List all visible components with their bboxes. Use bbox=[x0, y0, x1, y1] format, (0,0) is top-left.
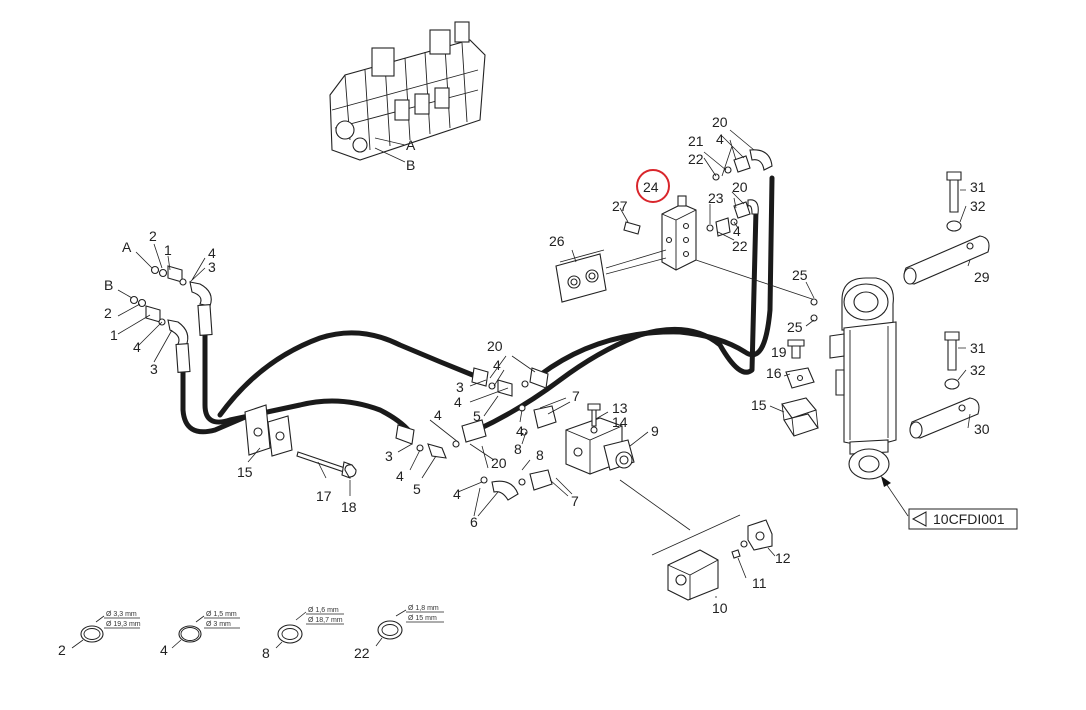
label-4-upper: 4 bbox=[716, 131, 724, 147]
seal-22-diameter: Ø 15 mm bbox=[408, 615, 437, 622]
label-12: 12 bbox=[775, 550, 791, 566]
label-4-centre-f: 4 bbox=[516, 423, 524, 439]
seal-8-diameter: Ø 18,7 mm bbox=[308, 617, 343, 624]
valve-part-24 bbox=[619, 195, 816, 301]
label-a-valve: A bbox=[406, 137, 416, 153]
label-32-top: 32 bbox=[970, 198, 986, 214]
label-14: 14 bbox=[612, 414, 628, 430]
label-5-centre-a: 5 bbox=[473, 408, 481, 424]
label-6: 6 bbox=[470, 514, 478, 530]
bracket-left bbox=[244, 404, 357, 496]
pin-30-group bbox=[909, 331, 980, 439]
centre-fittings bbox=[395, 367, 557, 501]
label-seal-2: 2 bbox=[58, 642, 66, 658]
seal-legend: Ø 3,3 mm Ø 19,3 mm Ø 1,5 mm Ø 3 mm Ø 1,6… bbox=[71, 605, 444, 649]
label-20-centre-b: 20 bbox=[491, 455, 507, 471]
seal-2-diameter: Ø 19,3 mm bbox=[106, 621, 141, 628]
label-4-centre-e: 4 bbox=[453, 486, 461, 502]
reference-arrow bbox=[881, 476, 1018, 530]
seal-8-section: Ø 1,6 mm bbox=[308, 607, 339, 614]
seal-2: Ø 3,3 mm Ø 19,3 mm bbox=[71, 611, 141, 649]
label-15-right: 15 bbox=[751, 397, 767, 413]
label-13: 13 bbox=[612, 400, 628, 416]
label-16: 16 bbox=[766, 365, 782, 381]
label-b-valve: B bbox=[406, 157, 415, 173]
label-3-top: 3 bbox=[208, 259, 216, 275]
label-7-top: 7 bbox=[572, 388, 580, 404]
hoses bbox=[180, 175, 775, 435]
label-a-left: A bbox=[122, 239, 132, 255]
label-31-top: 31 bbox=[970, 179, 986, 195]
left-fittings bbox=[129, 265, 213, 373]
label-4-centre-c: 4 bbox=[434, 407, 442, 423]
label-23: 23 bbox=[708, 190, 724, 206]
valve-body-9 bbox=[565, 403, 691, 531]
label-4-left: 4 bbox=[133, 339, 141, 355]
label-18: 18 bbox=[341, 499, 357, 515]
label-3-centre-b: 3 bbox=[385, 448, 393, 464]
seal-4-section: Ø 1,5 mm bbox=[206, 611, 237, 618]
seal-8: Ø 1,6 mm Ø 18,7 mm bbox=[275, 607, 344, 649]
label-32-bottom: 32 bbox=[970, 362, 986, 378]
label-2-top: 2 bbox=[149, 228, 157, 244]
label-seal-4: 4 bbox=[160, 642, 168, 658]
upper-right-fittings bbox=[703, 129, 773, 241]
label-2-left: 2 bbox=[104, 305, 112, 321]
label-seal-22: 22 bbox=[354, 645, 370, 661]
label-5-centre-b: 5 bbox=[413, 481, 421, 497]
label-17: 17 bbox=[316, 488, 332, 504]
right-brackets bbox=[769, 281, 819, 437]
label-20-upper: 20 bbox=[712, 114, 728, 130]
plate-26 bbox=[555, 249, 667, 303]
label-8-top: 8 bbox=[514, 441, 522, 457]
highlight-circle-24 bbox=[636, 169, 670, 203]
label-9: 9 bbox=[651, 423, 659, 439]
label-22-upper: 22 bbox=[688, 151, 704, 167]
label-29: 29 bbox=[974, 269, 990, 285]
label-1-top: 1 bbox=[164, 242, 172, 258]
label-4-centre-b: 4 bbox=[454, 394, 462, 410]
centre-leader-lines bbox=[397, 355, 649, 517]
label-31-bottom: 31 bbox=[970, 340, 986, 356]
label-20-centre: 20 bbox=[487, 338, 503, 354]
label-4-centre-a: 4 bbox=[493, 357, 501, 373]
label-24: 24 bbox=[643, 179, 659, 195]
label-10: 10 bbox=[712, 600, 728, 616]
label-30: 30 bbox=[974, 421, 990, 437]
label-b-left: B bbox=[104, 277, 113, 293]
label-25-top: 25 bbox=[792, 267, 808, 283]
label-26: 26 bbox=[549, 233, 565, 249]
label-15-left: 15 bbox=[237, 464, 253, 480]
left-leader-lines bbox=[117, 243, 206, 363]
seal-22: Ø 1,8 mm Ø 15 mm bbox=[375, 605, 444, 647]
label-4-centre-d: 4 bbox=[396, 468, 404, 484]
hydraulic-cylinder bbox=[829, 277, 897, 480]
label-seal-8: 8 bbox=[262, 645, 270, 661]
pin-29-group bbox=[903, 171, 990, 285]
label-22-mid: 22 bbox=[732, 238, 748, 254]
label-1-left: 1 bbox=[110, 327, 118, 343]
label-3-left: 3 bbox=[150, 361, 158, 377]
label-4-mid: 4 bbox=[733, 223, 741, 239]
control-valve-block bbox=[329, 21, 486, 163]
reference-code: 10CFDI001 bbox=[933, 511, 1005, 527]
label-7-bottom: 7 bbox=[571, 493, 579, 509]
lower-block bbox=[651, 514, 776, 601]
label-25-bottom: 25 bbox=[787, 319, 803, 335]
label-8-bottom: 8 bbox=[536, 447, 544, 463]
label-11: 11 bbox=[752, 575, 767, 591]
label-3-centre-a: 3 bbox=[456, 379, 464, 395]
seal-4: Ø 1,5 mm Ø 3 mm bbox=[171, 611, 240, 649]
seal-4-diameter: Ø 3 mm bbox=[206, 621, 231, 628]
seal-22-section: Ø 1,8 mm bbox=[408, 605, 439, 612]
label-20-mid: 20 bbox=[732, 179, 748, 195]
seal-2-section: Ø 3,3 mm bbox=[106, 611, 137, 618]
label-19: 19 bbox=[771, 344, 787, 360]
label-21: 21 bbox=[688, 133, 704, 149]
label-4-top: 4 bbox=[208, 245, 216, 261]
label-27: 27 bbox=[612, 198, 628, 214]
